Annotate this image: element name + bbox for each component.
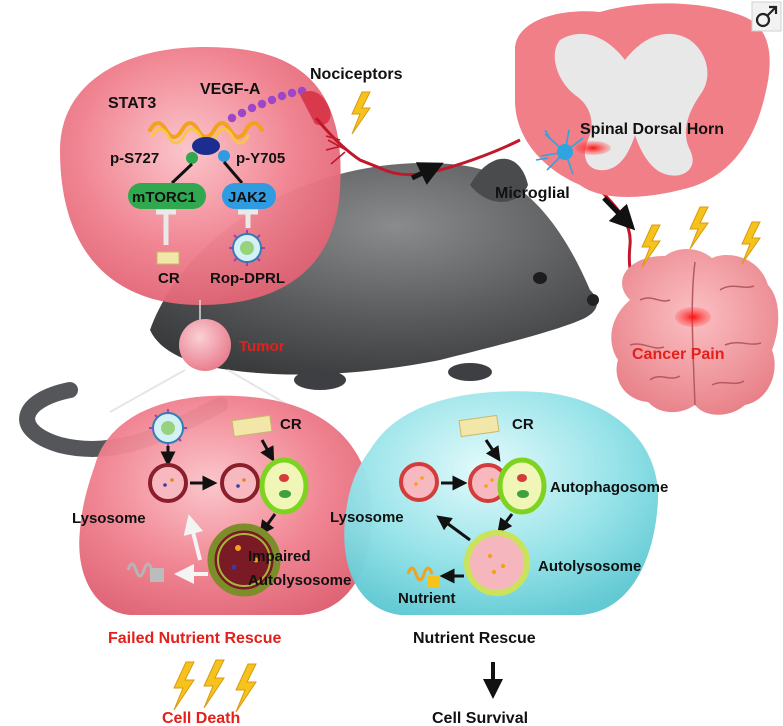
lightning-icon (689, 206, 709, 250)
lightning-icon (173, 661, 195, 711)
label-cancer-pain: Cancer Pain (632, 346, 724, 363)
lightning-icon (741, 221, 761, 265)
lightning-icon (351, 91, 371, 135)
text-labels: STAT3 VEGF-A Nociceptors p-S727 p-Y705 m… (72, 66, 724, 726)
vegfa-beads (227, 86, 307, 123)
label-nutrient-rescue: Nutrient Rescue (413, 630, 536, 647)
label-mtorc1: mTORC1 (132, 189, 196, 206)
tumor-cell-zoom-top (60, 46, 341, 306)
label-cell-death: Cell Death (162, 710, 240, 726)
jak2-node (222, 183, 276, 209)
lightning-icons (173, 91, 761, 713)
lightning-icon (235, 663, 257, 713)
label-left-cr: CR (280, 416, 302, 433)
label-right-lysosome: Lysosome (330, 509, 404, 526)
brain-illustration (611, 249, 779, 415)
stat3-signaling (128, 86, 307, 266)
lightning-icon (203, 659, 225, 709)
cr-block-top (156, 251, 180, 265)
label-failed-rescue: Failed Nutrient Rescue (108, 630, 281, 647)
mtorc1-node (128, 183, 206, 209)
label-nociceptors: Nociceptors (310, 66, 403, 83)
label-stat3: STAT3 (108, 95, 156, 112)
failed-rescue-cell (79, 395, 373, 615)
label-tumor: Tumor (239, 338, 285, 355)
spinal-cord (515, 3, 770, 197)
male-symbol-icon (751, 1, 782, 32)
label-rop-dprl: Rop-DPRL (210, 270, 285, 287)
label-microglial: Microglial (495, 185, 570, 202)
label-spinal-dorsal-horn: Spinal Dorsal Horn (580, 121, 724, 138)
label-right-cr: CR (512, 416, 534, 433)
label-nutrient: Nutrient (398, 590, 456, 607)
microglial-cell (535, 129, 584, 175)
lightning-icon (641, 224, 661, 268)
label-autolysosome: Autolysosome (538, 558, 641, 575)
label-py705: p-Y705 (236, 150, 285, 167)
label-jak2: JAK2 (228, 189, 266, 206)
label-impaired: Impaired (248, 548, 311, 565)
rop-dprl-particle-left (149, 409, 187, 447)
label-autolysosome-impaired: Autolysosome (248, 572, 351, 589)
label-left-lysosome: Lysosome (72, 510, 146, 527)
label-autophagosome: Autophagosome (550, 479, 668, 496)
label-vegfa: VEGF-A (200, 81, 261, 98)
rop-dprl-particle (229, 230, 265, 266)
label-cr-top: CR (158, 270, 180, 287)
label-ps727: p-S727 (110, 150, 159, 167)
tumor-ball (179, 319, 231, 371)
nutrient-rescue-cell (344, 391, 659, 615)
label-cell-survival: Cell Survival (432, 710, 528, 726)
